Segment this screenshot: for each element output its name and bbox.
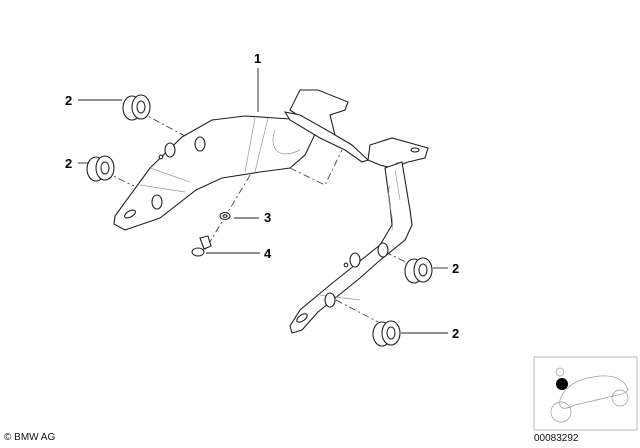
- diagram-code: 00083292: [534, 433, 579, 444]
- grommet-lower-left: [86, 155, 115, 182]
- screw: [191, 235, 212, 257]
- callout-2-lower-right: 2: [452, 326, 460, 341]
- grommet-upper-left: [122, 94, 151, 121]
- grommet-lower-right: [372, 320, 401, 347]
- washer: [219, 211, 231, 221]
- location-marker: [556, 378, 568, 390]
- copyright-text: © BMW AG: [4, 432, 56, 443]
- bracket-left-section: [113, 115, 319, 231]
- callout-4: 4: [264, 246, 272, 261]
- bracket-right-section: [283, 89, 429, 334]
- callout-1: 1: [254, 51, 262, 66]
- grommet-upper-right: [404, 257, 433, 284]
- callout-3: 3: [264, 210, 272, 225]
- leader-lines: [78, 68, 448, 334]
- callout-2-upper-left: 2: [65, 93, 73, 108]
- callout-2-upper-right: 2: [452, 261, 460, 276]
- motorcycle-location-icon: [533, 356, 638, 431]
- callout-2-lower-left: 2: [65, 156, 73, 171]
